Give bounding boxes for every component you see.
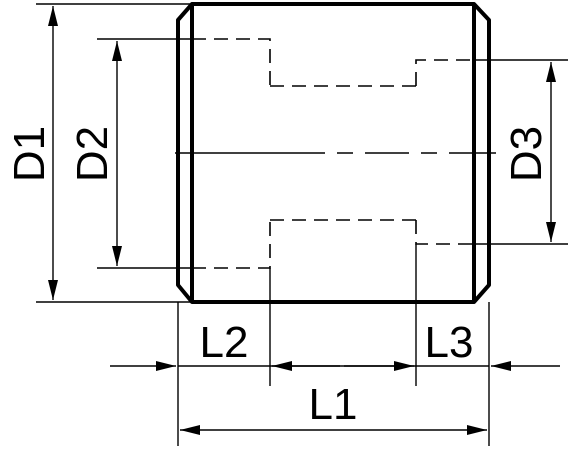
d1-label: D1 [5,126,54,182]
l1-label: L1 [309,380,358,429]
small-bore-top [415,59,474,86]
d2-label: D2 [68,126,117,182]
extension-lines [36,3,568,446]
small-bore-bottom [415,220,474,245]
large-bore-top [192,38,271,86]
dimension-lines [48,6,560,435]
l2-label: L2 [200,318,249,367]
d3-label: D3 [502,126,551,182]
large-bore-bottom [192,220,271,269]
l3-label: L3 [425,318,474,367]
